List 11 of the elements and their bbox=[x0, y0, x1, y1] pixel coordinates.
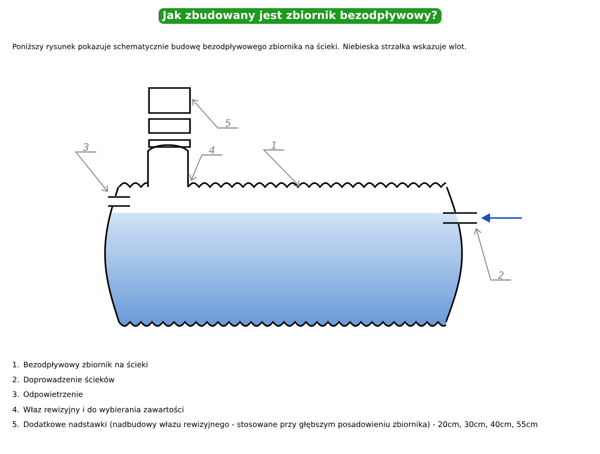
callout-number: 2 bbox=[498, 271, 504, 279]
leader-line bbox=[262, 150, 300, 187]
leader-line bbox=[74, 152, 108, 192]
leader-line bbox=[474, 228, 512, 280]
callout-number: 4 bbox=[209, 146, 214, 154]
title-banner: Jak zbudowany jest zbiornik bezodpływowy? bbox=[158, 8, 442, 24]
callout-number: 5 bbox=[225, 119, 231, 127]
leader-line bbox=[190, 154, 223, 181]
callout-number: 1 bbox=[271, 142, 276, 149]
callout-number: 3 bbox=[82, 143, 89, 151]
leader-line bbox=[192, 99, 239, 128]
